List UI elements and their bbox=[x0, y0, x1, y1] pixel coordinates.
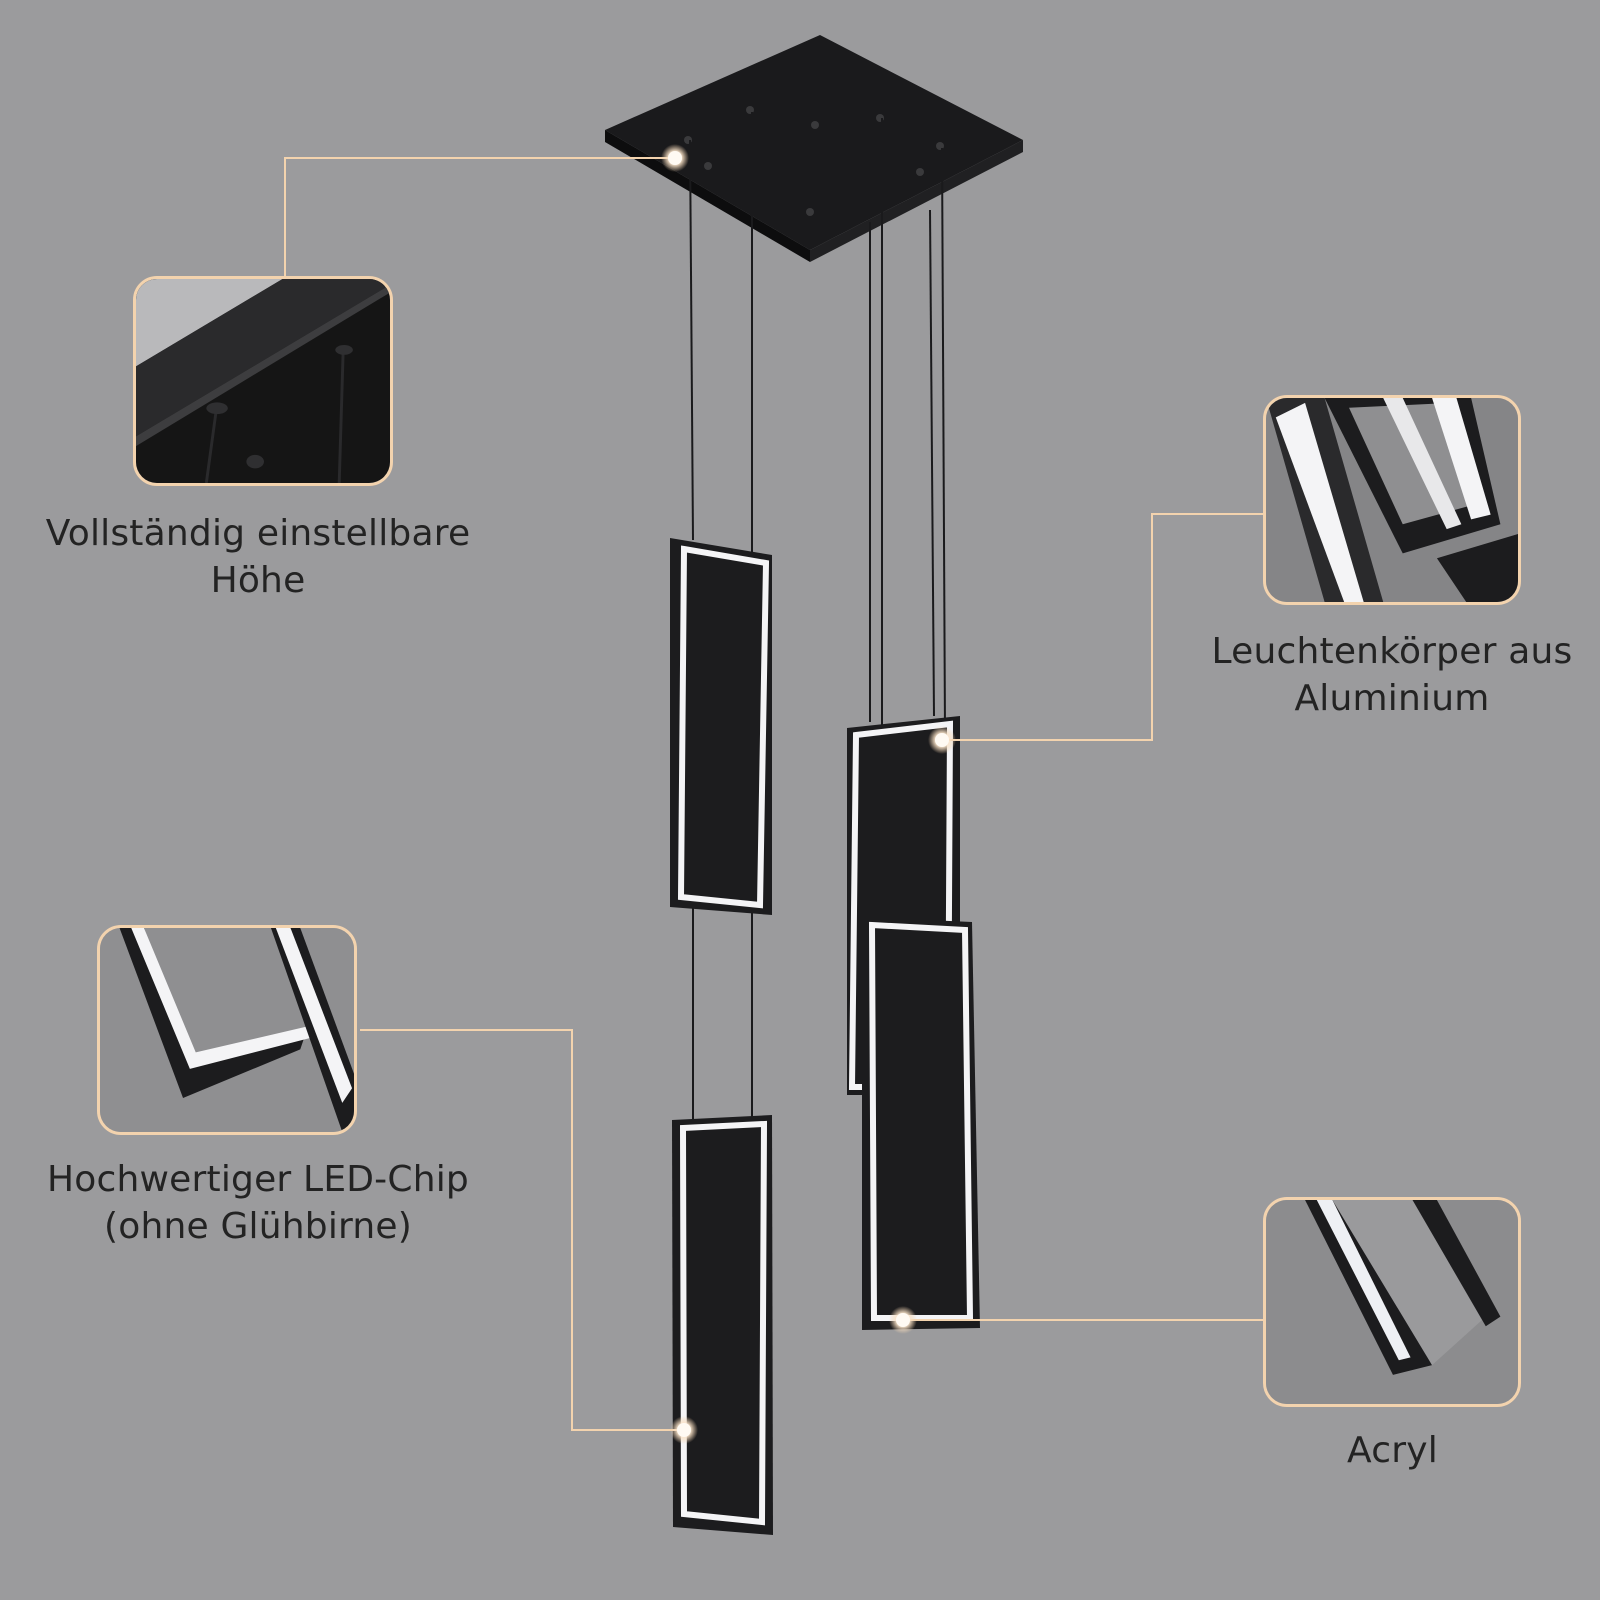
thumbnail-acryl bbox=[1263, 1197, 1521, 1407]
feature-label-acryl: Acryl bbox=[1265, 1427, 1520, 1474]
ceiling-canopy bbox=[605, 35, 1023, 262]
thumbnail-led-chip bbox=[97, 925, 357, 1135]
feature-label-led: Hochwertiger LED-Chip (ohne Glühbirne) bbox=[18, 1156, 498, 1250]
feature-label-led-line-2: (ohne Glühbirne) bbox=[103, 1206, 413, 1247]
light-frame-lower-left bbox=[672, 1115, 773, 1535]
feature-label-aluminium-line-1: Leuchtenkörper aus bbox=[1211, 631, 1573, 672]
feature-label-height-line-1: Vollständig einstellbare bbox=[45, 513, 471, 554]
highlight-dots bbox=[661, 144, 956, 1444]
light-frame-upper-left bbox=[670, 538, 772, 915]
feature-label-aluminium: Leuchtenkörper aus Aluminium bbox=[1192, 628, 1592, 722]
thumbnail-canopy-detail bbox=[133, 276, 393, 486]
feature-label-height-line-2: Höhe bbox=[210, 560, 306, 601]
feature-label-aluminium-line-2: Aluminium bbox=[1294, 678, 1490, 719]
light-frame-right-lower bbox=[862, 917, 980, 1330]
feature-label-height: Vollständig einstellbare Höhe bbox=[18, 510, 498, 604]
feature-label-led-line-1: Hochwertiger LED-Chip bbox=[47, 1159, 469, 1200]
thumbnail-aluminium-body bbox=[1263, 395, 1521, 605]
feature-label-acryl-line-1: Acryl bbox=[1347, 1430, 1438, 1471]
leader-lines bbox=[284, 157, 1265, 1431]
